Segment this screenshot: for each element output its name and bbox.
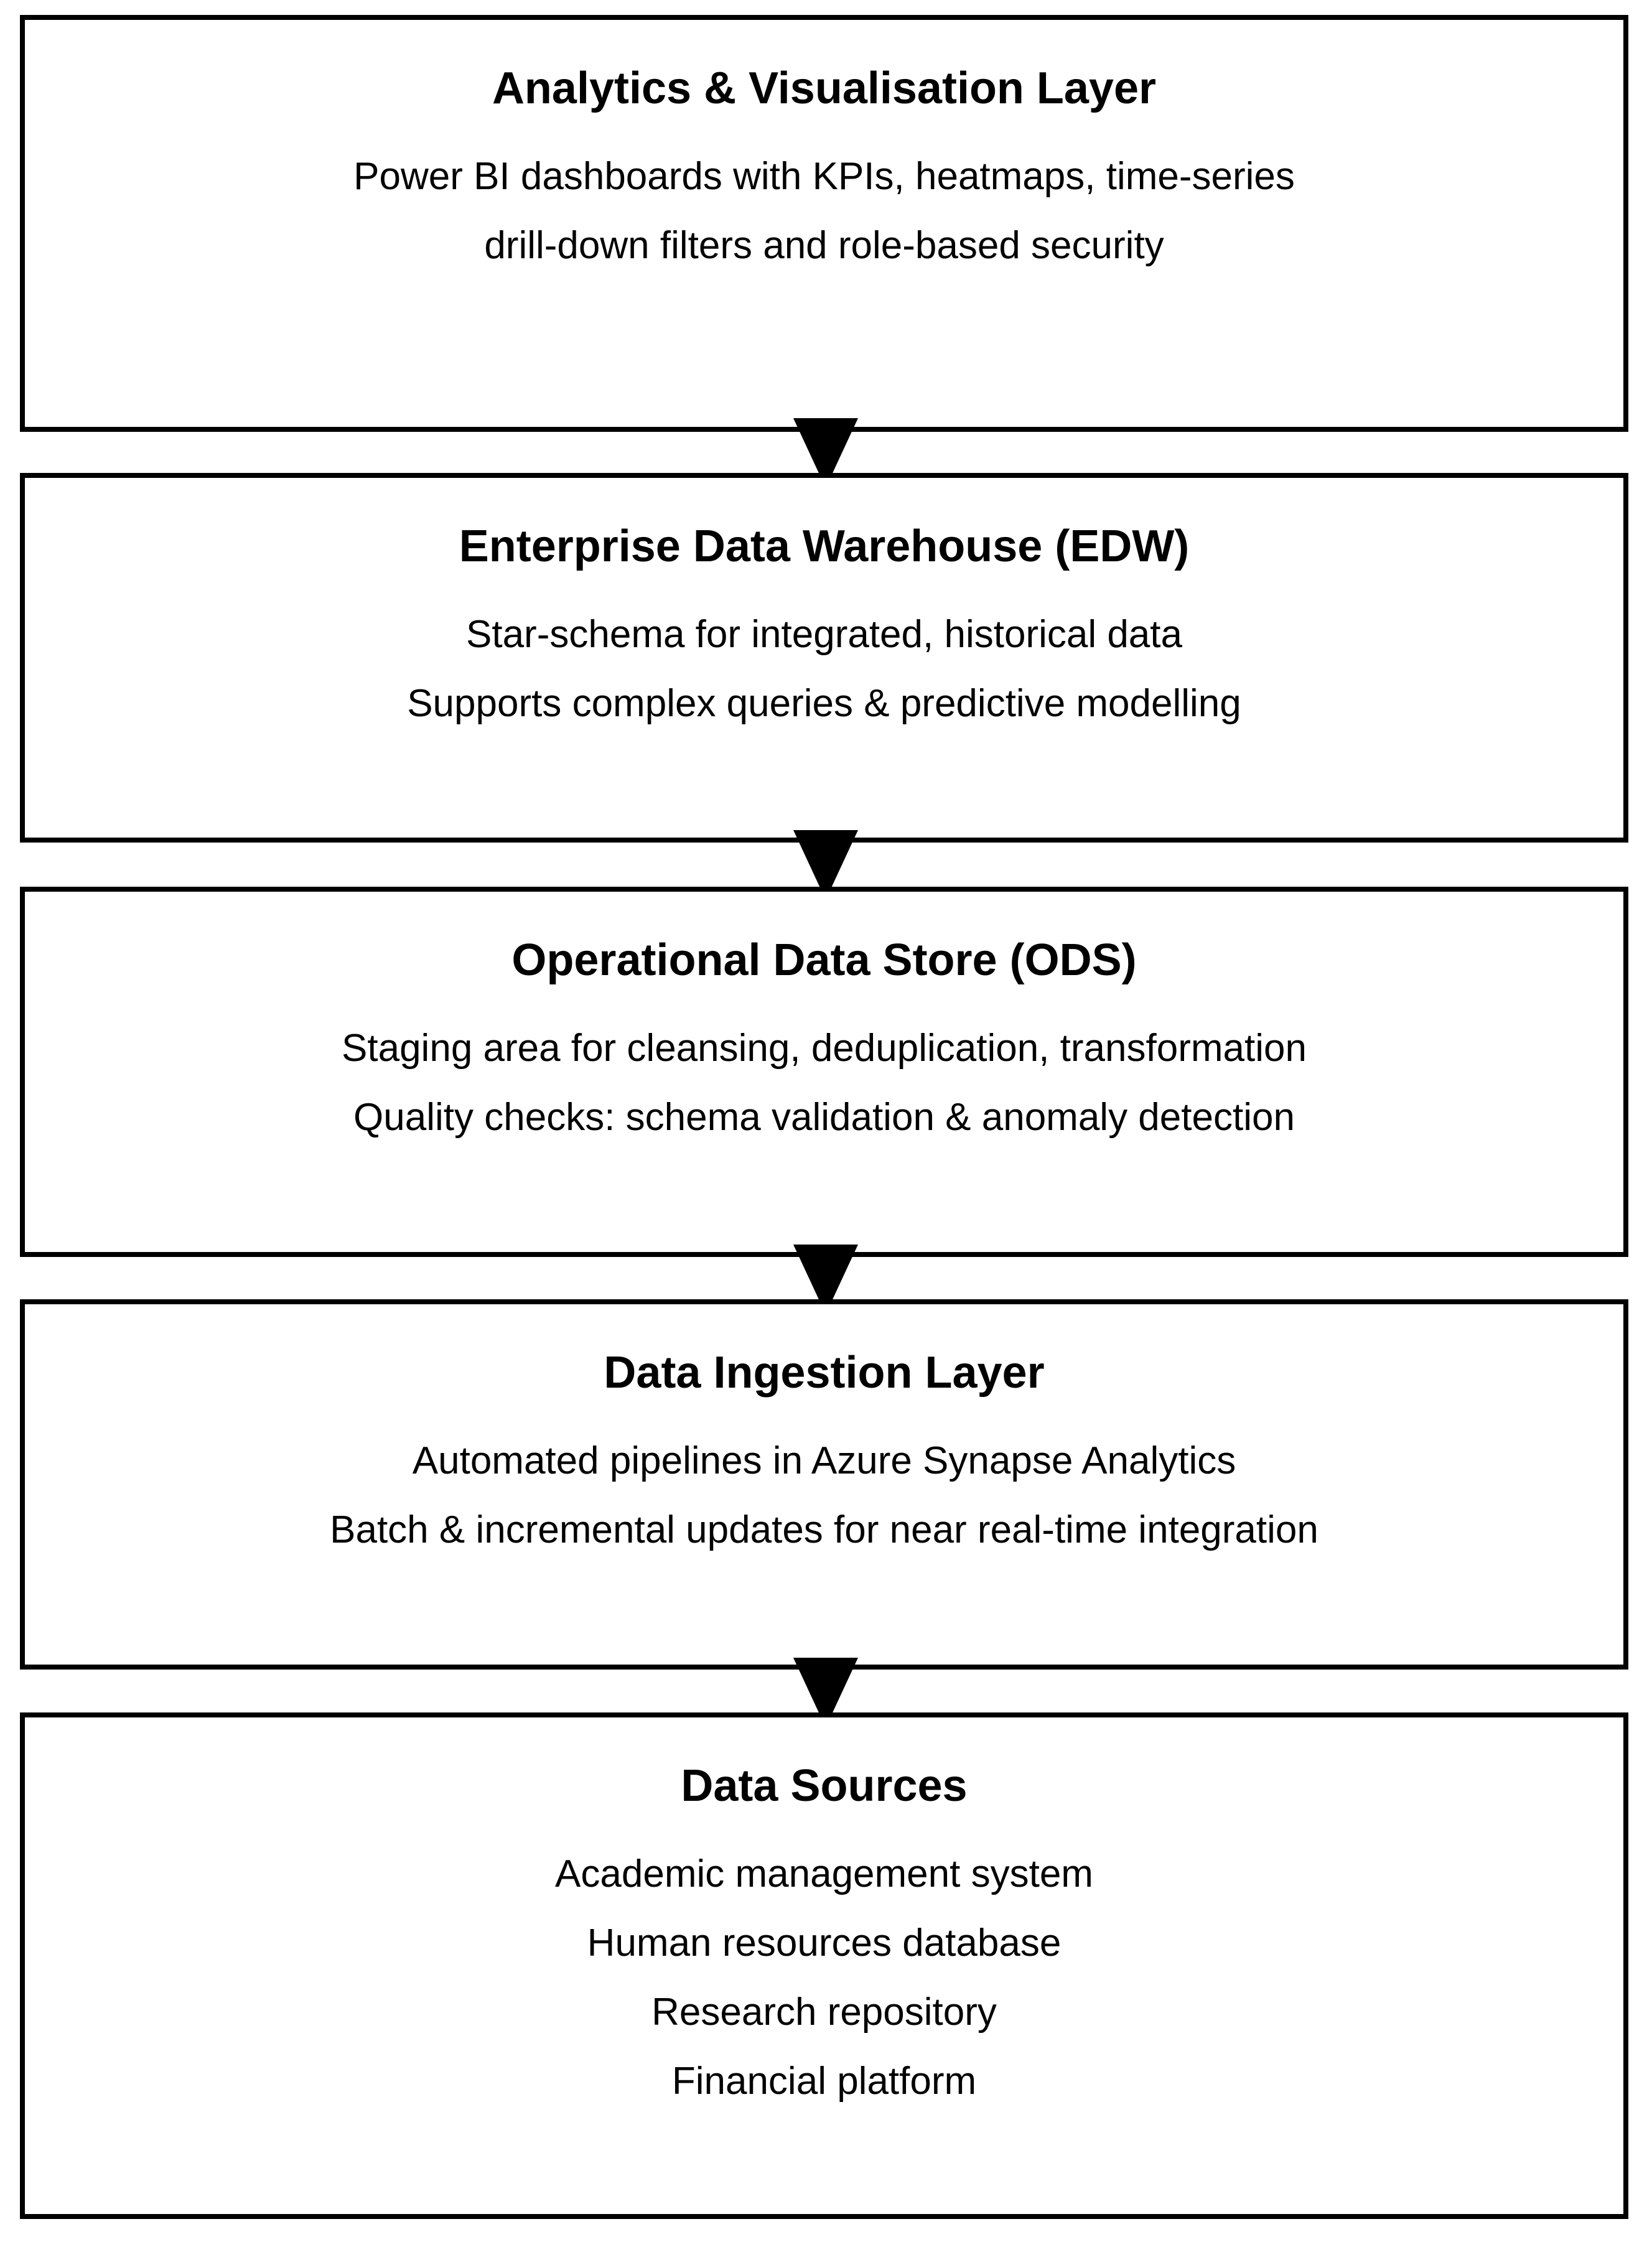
layer-description: Automated pipelines in Azure Synapse Ana… (25, 1426, 1623, 1564)
layer-description: Academic management system Human resourc… (25, 1839, 1623, 2116)
layer-line: Academic management system (555, 1852, 1093, 1895)
layer-line: drill-down filters and role-based securi… (484, 224, 1164, 267)
layer-title: Analytics & Visualisation Layer (492, 63, 1157, 113)
layer-title: Enterprise Data Warehouse (EDW) (459, 521, 1190, 571)
layer-line: Quality checks: schema validation & anom… (353, 1096, 1295, 1139)
layer-title: Data Ingestion Layer (604, 1348, 1045, 1398)
layer-line: Human resources database (587, 1922, 1062, 1964)
layer-line: Financial platform (671, 2060, 977, 2103)
enterprise-data-warehouse-box: Enterprise Data Warehouse (EDW) Star-sch… (20, 473, 1628, 843)
layer-line: Batch & incremental updates for near rea… (330, 1508, 1318, 1551)
analytics-visualisation-layer-box: Analytics & Visualisation Layer Power BI… (20, 15, 1628, 432)
layer-line: Star-schema for integrated, historical d… (466, 613, 1182, 656)
layer-line: Staging area for cleansing, deduplicatio… (342, 1027, 1307, 1070)
layer-line: Automated pipelines in Azure Synapse Ana… (412, 1439, 1236, 1482)
data-ingestion-layer-box: Data Ingestion Layer Automated pipelines… (20, 1299, 1628, 1670)
layer-line: Power BI dashboards with KPIs, heatmaps,… (353, 155, 1295, 198)
operational-data-store-box: Operational Data Store (ODS) Staging are… (20, 887, 1628, 1257)
data-sources-box: Data Sources Academic management system … (20, 1712, 1628, 2219)
layer-description: Power BI dashboards with KPIs, heatmaps,… (25, 142, 1623, 280)
layer-title: Data Sources (681, 1761, 968, 1811)
layer-description: Staging area for cleansing, deduplicatio… (25, 1014, 1623, 1152)
layer-line: Supports complex queries & predictive mo… (407, 682, 1241, 725)
layer-description: Star-schema for integrated, historical d… (25, 600, 1623, 738)
layer-line: Research repository (651, 1991, 997, 2034)
layer-title: Operational Data Store (ODS) (511, 935, 1137, 985)
